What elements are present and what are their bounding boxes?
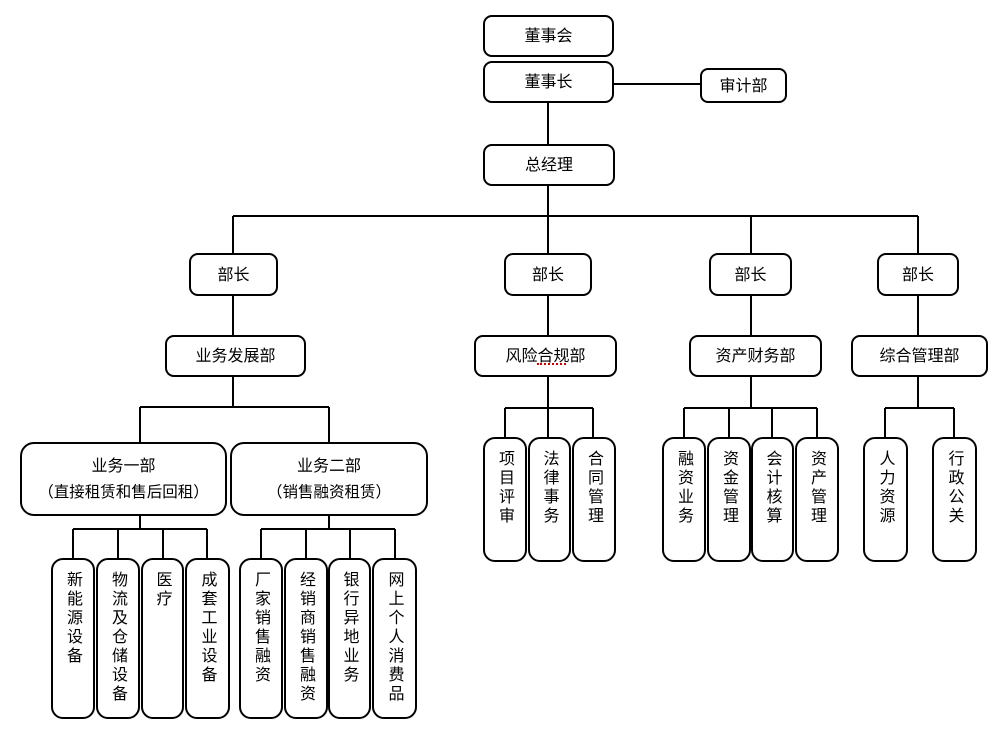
leaf-label: 法律事务 <box>540 450 560 526</box>
spellcheck-underline <box>537 363 566 365</box>
leaf-label: 合同管理 <box>585 450 604 526</box>
node-contract-management: 合同管理 <box>572 437 616 562</box>
node-accounting: 会计核算 <box>751 437 794 562</box>
leaf-label: 物流及仓储设备 <box>109 571 128 704</box>
leaf-label: 资金管理 <box>720 450 739 526</box>
node-business-unit-2: 业务二部 （销售融资租赁） <box>230 442 428 516</box>
node-logistics-warehouse-equipment: 物流及仓储设备 <box>96 558 140 719</box>
node-business-unit-1: 业务一部 （直接租赁和售后回租） <box>20 442 227 516</box>
node-manufacturer-sales-financing: 厂家销售融资 <box>239 558 283 719</box>
leaf-label: 医疗 <box>153 571 173 609</box>
node-new-energy-equipment: 新能源设备 <box>51 558 95 719</box>
node-minister-2: 部长 <box>504 253 592 296</box>
leaf-label: 新能源设备 <box>64 571 83 666</box>
leaf-label: 会计核算 <box>763 450 783 526</box>
node-industrial-equipment-sets: 成套工业设备 <box>185 558 230 719</box>
node-audit-department: 审计部 <box>700 68 787 103</box>
business-unit-2-scope: （销售融资租赁） <box>266 483 391 502</box>
node-minister-4: 部长 <box>877 253 959 296</box>
leaf-label: 行政公关 <box>945 450 965 526</box>
node-chairman: 董事长 <box>483 61 614 103</box>
node-fund-management: 资金管理 <box>707 437 751 562</box>
leaf-label: 融资业务 <box>675 450 694 526</box>
node-minister-3: 部长 <box>709 253 792 296</box>
node-medical: 医疗 <box>141 558 184 719</box>
node-project-review: 项目评审 <box>483 437 527 562</box>
business-unit-1-scope: （直接租赁和售后回租） <box>38 483 209 502</box>
node-minister-1: 部长 <box>189 253 278 296</box>
leaf-label: 人力资源 <box>876 450 896 526</box>
node-human-resources: 人力资源 <box>863 437 908 562</box>
node-online-consumer-goods: 网上个人消费品 <box>372 558 417 719</box>
business-unit-1-name: 业务一部 <box>91 456 156 476</box>
node-asset-management: 资产管理 <box>795 437 839 562</box>
node-general-admin-dept: 综合管理部 <box>851 335 988 377</box>
node-legal-affairs: 法律事务 <box>528 437 571 562</box>
node-board-of-directors: 董事会 <box>483 15 614 57</box>
node-bank-remote-business: 银行异地业务 <box>328 558 371 719</box>
node-financing-business: 融资业务 <box>662 437 706 562</box>
leaf-label: 资产管理 <box>808 450 827 526</box>
leaf-label: 成套工业设备 <box>198 571 218 685</box>
node-admin-public-relations: 行政公关 <box>932 437 977 562</box>
leaf-label: 项目评审 <box>496 450 515 526</box>
node-general-manager: 总经理 <box>483 144 615 186</box>
node-dealer-sales-financing: 经销商销售融资 <box>284 558 328 719</box>
leaf-label: 经销商销售融资 <box>297 571 316 704</box>
node-asset-finance-dept: 资产财务部 <box>689 335 822 377</box>
leaf-label: 银行异地业务 <box>340 571 360 685</box>
node-risk-compliance-dept: 风险合规部 <box>474 335 617 377</box>
leaf-label: 厂家销售融资 <box>252 571 271 685</box>
business-unit-2-name: 业务二部 <box>296 456 361 476</box>
node-business-development-dept: 业务发展部 <box>165 335 306 377</box>
leaf-label: 网上个人消费品 <box>385 571 405 704</box>
